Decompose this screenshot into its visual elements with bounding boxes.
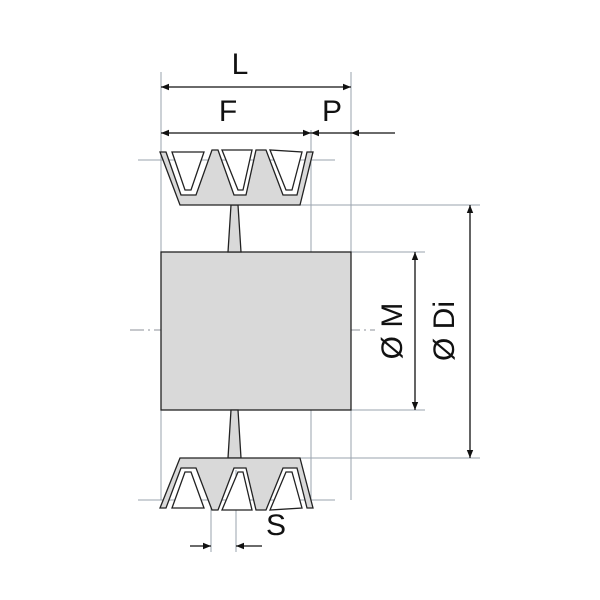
dimension-S: S (190, 509, 286, 550)
label-Di: Ø Di (428, 301, 461, 361)
label-S: S (266, 509, 286, 542)
bottom-groove-rim (159, 457, 314, 511)
dimension-M: Ø M (376, 252, 419, 410)
top-groove-rim (159, 149, 314, 206)
label-P: P (322, 95, 342, 128)
label-F: F (219, 95, 237, 128)
dimension-F: F (161, 95, 311, 137)
label-L: L (232, 48, 249, 81)
hub-body (160, 251, 352, 411)
label-M: Ø M (376, 303, 409, 360)
dimension-P: P (311, 95, 395, 137)
dimension-Di: Ø Di (428, 205, 474, 458)
dimension-L: L (161, 48, 351, 91)
